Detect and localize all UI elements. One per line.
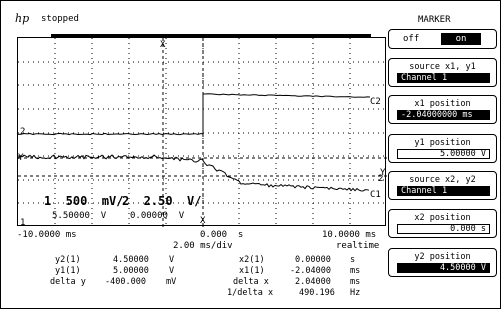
channel-2-trace <box>18 94 370 135</box>
marker-menu-title: MARKER <box>418 15 451 25</box>
y1-position-softkey[interactable]: y1 position 5.00000 V <box>388 134 497 163</box>
y1-readout-value: 5.00000 <box>113 266 149 276</box>
x2-readout-label: x2(1) <box>239 255 265 265</box>
delta-y-unit: mV <box>166 277 176 287</box>
ch2-offset: 0.00000 V <box>130 211 184 221</box>
channel-1-trace <box>18 155 369 191</box>
marker-on-option[interactable]: on <box>441 33 481 45</box>
delta-x-label: delta x <box>233 277 269 287</box>
x2-position-value: 0.000 s <box>397 224 490 234</box>
x1-readout-label: x1(1) <box>239 266 265 276</box>
y2-marker-tag: Y <box>380 168 385 178</box>
y1-readout-unit: V <box>169 266 174 276</box>
x2-readout-unit: s <box>350 255 355 265</box>
acquisition-mode: realtime <box>336 241 379 251</box>
marker-toggle[interactable]: off on <box>388 29 497 49</box>
inverse-delta-x-unit: Hz <box>350 288 360 298</box>
source-x2-y2-label: source x2, y2 <box>389 175 496 185</box>
x1-readout-unit: ms <box>350 266 360 276</box>
y2-readout-value: 4.50000 <box>113 255 149 265</box>
delta-x-unit: ms <box>350 277 360 287</box>
source-x1-y1-value: Channel 1 <box>397 73 490 83</box>
ch2-ground-marker: 2 <box>20 127 25 137</box>
time-left: -10.0000 ms <box>17 230 77 240</box>
x1-position-softkey[interactable]: x1 position -2.04000000 ms <box>388 95 497 124</box>
ch1-ground-marker: 1 <box>20 218 25 228</box>
marker-off-option[interactable]: off <box>403 34 419 44</box>
y2-position-value: 4.50000 V <box>397 263 490 273</box>
inverse-delta-x-label: 1/delta x <box>227 288 273 298</box>
x2-readout-value: 0.00000 <box>295 255 331 265</box>
delta-y-label: delta y <box>50 277 86 287</box>
y2-position-softkey[interactable]: y2 position 4.50000 V <box>388 248 497 277</box>
source-x2-y2-value: Channel 1 <box>397 186 490 196</box>
c2-label: C2 <box>370 97 381 107</box>
x2-position-softkey[interactable]: x2 position 0.000 s <box>388 209 497 238</box>
source-x1-y1-softkey[interactable]: source x1, y1 Channel 1 <box>388 58 497 87</box>
c1-label: C1 <box>370 190 381 200</box>
x1-marker-tag: X <box>160 40 165 50</box>
y1-marker-tag: Y <box>18 153 23 163</box>
y1-readout-label: y1(1) <box>55 266 81 276</box>
waveform-display: C2 C1 2 1 2 Y Y X X 1 500 mV/ 2 2.50 V/ … <box>17 37 386 226</box>
y1-position-value: 5.00000 V <box>397 149 490 159</box>
y2-readout-label: y2(1) <box>55 255 81 265</box>
x1-position-label: x1 position <box>389 99 496 109</box>
delta-x-value: 2.04000 <box>295 277 331 287</box>
delta-y-value: -400.000 <box>105 277 146 287</box>
ch1-scale: 1 500 mV/ <box>44 196 123 206</box>
y1-position-label: y1 position <box>389 138 496 148</box>
time-per-div: 2.00 ms/div <box>173 241 233 251</box>
x2-marker-tag: X <box>200 216 205 226</box>
y2-position-label: y2 position <box>389 252 496 262</box>
ch1-offset: 5.50000 V <box>52 211 106 221</box>
source-x1-y1-label: source x1, y1 <box>389 62 496 72</box>
x2-position-label: x2 position <box>389 213 496 223</box>
y2-readout-unit: V <box>169 255 174 265</box>
x1-readout-value: -2.04000 <box>290 266 331 276</box>
ch2-scale: 2 2.50 V/ <box>122 196 201 206</box>
inverse-delta-x-value: 490.196 <box>299 288 335 298</box>
time-center: 0.000 s <box>200 230 243 240</box>
time-right: 10.0000 ms <box>322 230 376 240</box>
x1-position-value: -2.04000000 ms <box>397 110 490 120</box>
source-x2-y2-softkey[interactable]: source x2, y2 Channel 1 <box>388 171 497 200</box>
